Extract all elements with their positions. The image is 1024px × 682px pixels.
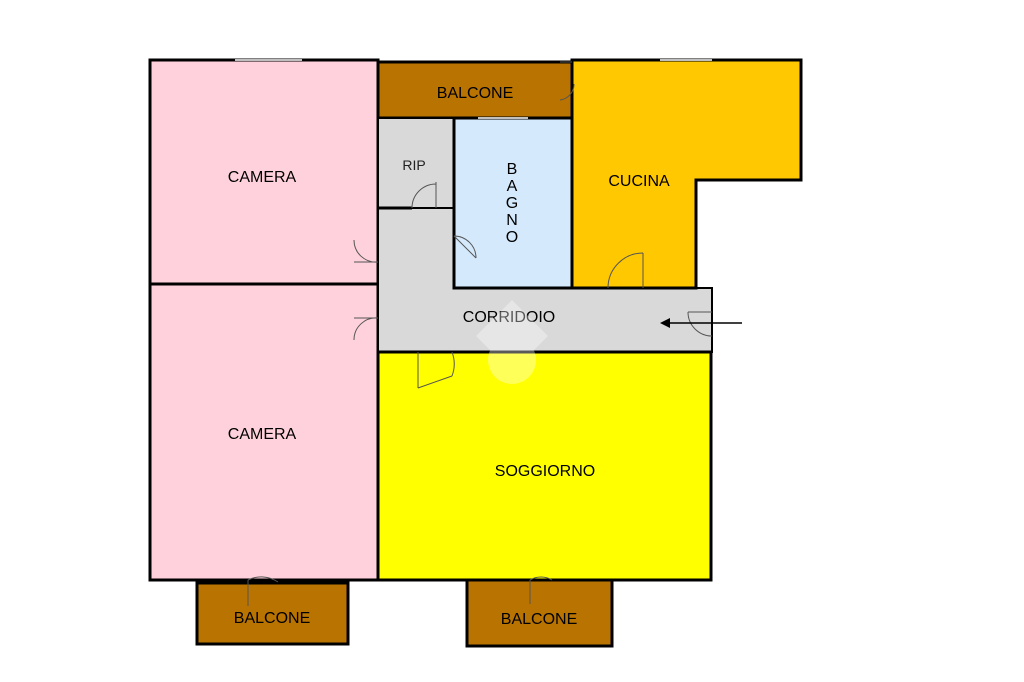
room-cucina-label: CUCINA: [608, 173, 670, 190]
room-balcone-bottom-left-label: BALCONE: [234, 610, 310, 627]
room-bagno-letter-2: A: [507, 178, 518, 195]
room-rip: [377, 117, 455, 209]
door-camera-top: [353, 239, 379, 263]
room-camera-top: [148, 58, 380, 286]
room-rip-label: RIP: [402, 157, 425, 173]
room-balcone-bottom-right: [465, 578, 614, 648]
room-balcone-bottom-left: [195, 581, 350, 646]
door-soggiorno: [417, 351, 455, 389]
door-rip: [411, 182, 437, 209]
door-balcone-top: [559, 61, 575, 101]
door-balcone-bottom-right: [529, 576, 553, 604]
room-bagno-letter-4: N: [506, 212, 518, 229]
door-cucina: [607, 252, 644, 289]
door-bagno: [453, 235, 477, 259]
door-camera-bottom: [353, 317, 379, 341]
room-camera-bottom-label: CAMERA: [228, 426, 297, 443]
room-cucina: [570, 58, 803, 290]
room-soggiorno-label: SOGGIORNO: [495, 463, 595, 480]
room-bagno-letter-1: B: [507, 161, 518, 178]
room-bagno-letter-3: G: [506, 195, 518, 212]
door-balcone-bottom-left: [247, 576, 279, 606]
room-balcone-top-label: BALCONE: [437, 85, 513, 102]
room-bagno-letter-5: O: [506, 229, 518, 246]
room-corridoio-label: CORRIDOIO: [463, 309, 555, 326]
room-camera-bottom: [148, 282, 380, 582]
room-balcone-bottom-right-label: BALCONE: [501, 611, 577, 628]
room-camera-top-label: CAMERA: [228, 169, 297, 186]
entrance-arrow-icon: [660, 318, 742, 328]
watermark-logo: [476, 300, 548, 384]
door-entrance: [687, 311, 713, 337]
room-bagno: [452, 116, 574, 290]
